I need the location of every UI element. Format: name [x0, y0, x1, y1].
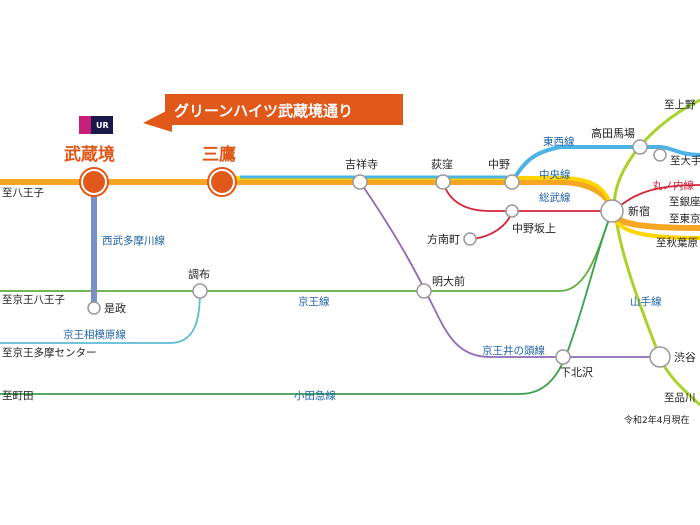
station-nakanosakaue-label: 中野坂上 [512, 222, 556, 235]
line-odakyu-label: 小田急線 [294, 389, 336, 402]
station-honancho-marker[interactable] [463, 232, 477, 246]
dest-ginza: 至銀座 [669, 195, 700, 208]
line-yamanote-label: 山手線 [630, 295, 662, 308]
station-koremasa-marker[interactable] [87, 301, 101, 315]
station-shibuya-label: 渋谷 [674, 351, 696, 364]
station-koremasa-label: 是政 [104, 301, 126, 315]
station-meidaimae-marker[interactable] [416, 283, 432, 299]
callout-box [165, 94, 403, 125]
line-marunouchi-label: 丸ノ内線 [652, 179, 694, 192]
station-ogikubo-marker[interactable] [435, 174, 451, 190]
station-shibuya-marker[interactable] [649, 346, 671, 368]
line-seibutamagawa-label: 西武多摩川線 [102, 234, 165, 247]
line-sagamihara-label: 京王相模原線 [63, 328, 126, 341]
dest-otemachi: 至大手町 [670, 154, 700, 167]
date-note: 令和2年4月現在 [624, 414, 689, 426]
station-shimokitazawa-marker[interactable] [555, 349, 571, 365]
station-musashisakai-marker[interactable] [81, 169, 107, 195]
station-shinjuku-label: 新宿 [628, 204, 650, 218]
dest-akihabara: 至秋葉原 [656, 236, 698, 249]
station-kichijoji-label: 吉祥寺 [345, 157, 378, 171]
odakyu-line [0, 211, 613, 395]
line-chuo-label: 中央線 [539, 168, 571, 181]
station-takadanobaba-marker[interactable] [632, 139, 648, 155]
dest-machida: 至町田 [2, 390, 34, 402]
station-shinjuku-marker[interactable] [600, 199, 624, 223]
station-chofu-marker[interactable] [192, 283, 208, 299]
line-inokashira-label: 京王井の頭線 [482, 344, 545, 357]
line-sobu-label: 総武線 [539, 191, 571, 204]
station-honancho-label: 方南町 [427, 232, 460, 246]
dest-ueno: 至上野 [664, 99, 696, 111]
line-keio-label: 京王線 [298, 295, 330, 308]
station-shimokitazawa-label: 下北沢 [560, 365, 593, 379]
station-meidaimae-label: 明大前 [432, 274, 465, 288]
dest-shinagawa: 至品川 [664, 392, 696, 404]
callout-text: グリーンハイツ武蔵境通り [174, 102, 353, 120]
marunouchi-honancho-branch [469, 210, 513, 240]
dest-keiohachioji: 至京王八王子 [2, 293, 65, 306]
svg-text:UR: UR [96, 121, 109, 130]
station-nakano-marker[interactable] [504, 174, 520, 190]
callout-pointer [143, 108, 172, 132]
station-mitaka-label: 三鷹 [202, 144, 236, 165]
station-east-tozai-marker[interactable] [653, 148, 667, 162]
tozai-line [510, 145, 700, 184]
station-ogikubo-label: 荻窪 [431, 157, 453, 171]
line-tozai-label: 東西線 [543, 135, 575, 148]
station-mitaka-marker[interactable] [209, 169, 235, 195]
station-nakanosakaue-marker[interactable] [505, 204, 519, 218]
station-chofu-label: 調布 [188, 267, 210, 281]
dest-hachioji: 至八王子 [2, 187, 44, 199]
station-nakano-label: 中野 [488, 158, 510, 171]
station-takadanobaba-label: 高田馬場 [591, 126, 635, 140]
dest-keiotamacenter: 至京王多摩センター [2, 346, 97, 359]
station-kichijoji-marker[interactable] [352, 174, 368, 190]
keio-sagamihara-line [0, 290, 201, 344]
keio-inokashira-line [359, 181, 660, 358]
station-musashisakai-label: 武蔵境 [64, 144, 115, 165]
dest-tokyo: 至東京 [669, 212, 700, 225]
